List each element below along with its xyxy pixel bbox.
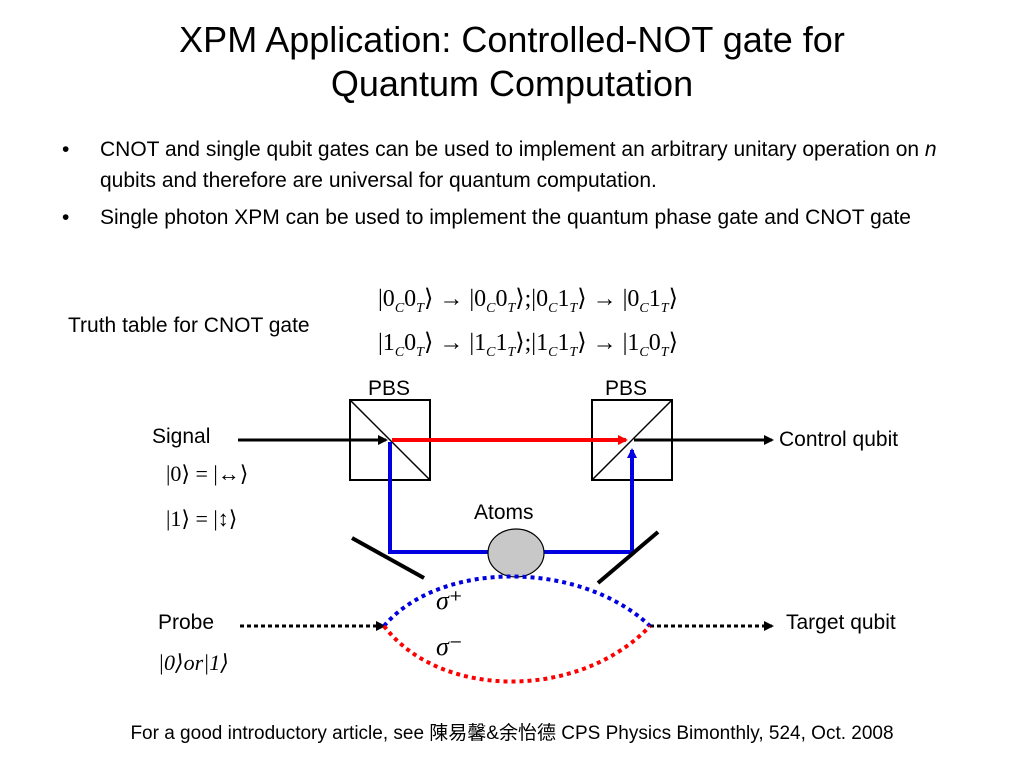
tt2-a1: |1 bbox=[378, 330, 395, 356]
state-1-definition: |1⟩ = |↕⟩ bbox=[166, 506, 238, 531]
tt2-d1s: C bbox=[639, 344, 649, 360]
bullet-item-universal: • CNOT and single qubit gates can be use… bbox=[62, 134, 982, 196]
tt1-d2s: T bbox=[660, 300, 669, 316]
tt1-a2: 0 bbox=[404, 286, 417, 312]
tt1-d1s: C bbox=[639, 300, 649, 316]
bullet-text: CNOT and single qubit gates can be used … bbox=[100, 138, 925, 161]
tt2-d3: ⟩ bbox=[668, 330, 678, 356]
tt1-b1s: C bbox=[486, 300, 496, 316]
tt1-a1s: C bbox=[394, 300, 405, 316]
tt1-a1: |0 bbox=[378, 286, 395, 312]
title-line-2: Quantum Computation bbox=[330, 63, 694, 104]
tt2-b3: ⟩;|1 bbox=[515, 330, 549, 356]
tt2-c3: ⟩ → |1 bbox=[577, 330, 640, 356]
mirror-right bbox=[596, 530, 660, 585]
tt1-b2: 0 bbox=[495, 286, 508, 312]
control-qubit-label: Control qubit bbox=[779, 428, 899, 451]
tt2-d2: 0 bbox=[648, 330, 661, 356]
bullet-text: Single photon XPM can be used to impleme… bbox=[100, 206, 911, 229]
tt1-b3: ⟩;|0 bbox=[515, 286, 549, 312]
tt1-d3: ⟩ bbox=[668, 286, 678, 312]
signal-label: Signal bbox=[152, 425, 211, 448]
tt1-c2s: T bbox=[569, 300, 578, 316]
title-line-1: XPM Application: Controlled-NOT gate for bbox=[179, 19, 845, 60]
tt2-b2s: T bbox=[507, 344, 516, 360]
tt2-a3: ⟩ → |1 bbox=[423, 330, 487, 356]
bullet-item-xpm: • Single photon XPM can be used to imple… bbox=[62, 202, 982, 233]
pbs-right-label: PBS bbox=[605, 377, 648, 400]
tt1-a2s: T bbox=[416, 300, 424, 316]
probe-label: Probe bbox=[158, 611, 215, 634]
sigma-plus-label: σ⁺ bbox=[436, 586, 463, 615]
tt1-c3: ⟩ → |0 bbox=[577, 286, 640, 312]
sigma-minus-path bbox=[382, 624, 652, 684]
bullet-text-cont: qubits and therefore are universal for q… bbox=[100, 169, 657, 192]
tt1-b2s: T bbox=[507, 300, 516, 316]
mirror-left bbox=[351, 536, 425, 580]
truth-table-row-1: |0C0T⟩ → |0C0T⟩;|0C1T⟩ → |0C1T⟩ bbox=[378, 284, 678, 317]
bullet-dot: • bbox=[62, 206, 70, 229]
probe-state: |0⟩or|1⟩ bbox=[158, 650, 229, 675]
tt2-c2s: T bbox=[569, 344, 578, 360]
bullet-emphasis: n bbox=[924, 138, 937, 161]
tt1-c1s: C bbox=[548, 300, 558, 316]
state-0-definition: |0⟩ = |↔⟩ bbox=[166, 461, 249, 486]
sigma-plus-path bbox=[382, 574, 652, 628]
tt1-d2: 1 bbox=[648, 286, 661, 312]
tt2-c1s: C bbox=[548, 344, 558, 360]
sigma-minus-label: σ⁻ bbox=[436, 632, 463, 661]
pbs-left-label: PBS bbox=[368, 377, 411, 400]
tt2-b2: 1 bbox=[495, 330, 508, 356]
tt2-d2s: T bbox=[660, 344, 669, 360]
target-qubit-label: Target qubit bbox=[786, 611, 896, 634]
tt2-a2s: T bbox=[416, 344, 424, 360]
truth-table-label: Truth table for CNOT gate bbox=[68, 314, 310, 337]
slide-title: XPM Application: Controlled-NOT gate for… bbox=[0, 18, 1024, 106]
bullet-list: • CNOT and single qubit gates can be use… bbox=[62, 134, 982, 239]
tt2-b1s: C bbox=[486, 344, 496, 360]
atoms-label: Atoms bbox=[474, 501, 534, 524]
tt2-a2: 0 bbox=[404, 330, 417, 356]
truth-table-row-2: |1C0T⟩ → |1C1T⟩;|1C1T⟩ → |1C0T⟩ bbox=[378, 328, 678, 361]
atoms-ellipse bbox=[487, 528, 545, 578]
tt1-a3: ⟩ → |0 bbox=[423, 286, 487, 312]
tt2-c2: 1 bbox=[557, 330, 570, 356]
bullet-dot: • bbox=[62, 138, 70, 161]
tt2-a1s: C bbox=[394, 344, 405, 360]
tt1-c2: 1 bbox=[557, 286, 570, 312]
footer-reference: For a good introductory article, see 陳易馨… bbox=[130, 723, 894, 744]
